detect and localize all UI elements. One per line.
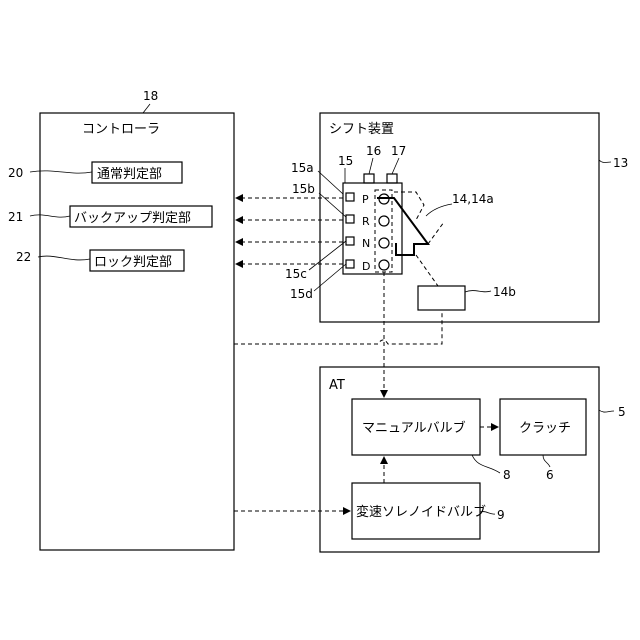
pos-indicator-p — [346, 193, 354, 201]
controller-block: 18 コントローラ 通常判定部 20 バックアップ判定部 21 ロック判定部 2… — [8, 89, 234, 550]
lock-lever-dashed — [394, 192, 424, 220]
clutch-leader — [543, 455, 550, 467]
ref-15a-leader — [318, 171, 343, 194]
lock-judgment-label: ロック判定部 — [94, 255, 172, 270]
lock-actuator-ref: 14b — [493, 285, 516, 299]
lock-actuator-box — [418, 286, 465, 310]
ref-14-14a: 14,14a — [452, 192, 494, 206]
detent-r — [379, 216, 389, 226]
pos-indicator-r — [346, 215, 354, 223]
pos-indicator-d — [346, 260, 354, 268]
controller-ref: 18 — [143, 89, 158, 103]
ref-15d-leader — [314, 264, 346, 291]
normal-judgment-ref: 20 — [8, 166, 23, 180]
pos-label-r: R — [362, 215, 370, 228]
ref-15c-leader — [309, 241, 346, 270]
lock-actuator-leader — [465, 291, 491, 292]
lock-arm-dashed — [428, 222, 444, 244]
backup-judgment-leader — [30, 215, 70, 217]
backup-judgment-label: バックアップ判定部 — [74, 211, 191, 226]
ref-16: 16 — [366, 144, 381, 158]
sensor-tab-16 — [364, 174, 374, 183]
pos-indicator-n — [346, 237, 354, 245]
solenoid-valve-label: 変速ソレノイドバルブ — [356, 504, 486, 520]
tab-16-leader — [369, 158, 373, 174]
shift-device-title: シフト装置 — [329, 122, 394, 137]
detent-d — [379, 260, 389, 270]
at-ref: 5 — [618, 405, 626, 419]
ref-15a: 15a — [291, 161, 314, 175]
ref-14-leader — [426, 204, 452, 216]
pos-label-n: N — [362, 237, 370, 250]
at-block: AT 5 マニュアルバルブ 8 クラッチ 6 変速ソレノイドバルブ 9 — [320, 367, 626, 552]
manual-valve-ref: 8 — [503, 468, 511, 482]
ref-15b-leader — [319, 193, 346, 217]
pos-label-p: P — [362, 193, 369, 206]
controller-title: コントローラ — [82, 122, 160, 137]
detent-n — [379, 238, 389, 248]
manual-valve-leader — [472, 455, 500, 473]
normal-judgment-label: 通常判定部 — [97, 167, 162, 182]
signal-controller-to-lock — [234, 310, 442, 344]
solenoid-valve-ref: 9 — [497, 508, 505, 522]
pos-label-d: D — [362, 260, 370, 273]
normal-judgment-leader — [30, 171, 92, 173]
shift-device-block: シフト装置 13 P R N D 14b 15 — [285, 113, 628, 322]
clutch-label: クラッチ — [519, 421, 571, 436]
tab-17-leader — [392, 158, 399, 174]
manual-valve-label: マニュアルバルブ — [362, 420, 466, 436]
at-leader — [599, 410, 614, 412]
lock-judgment-ref: 22 — [16, 250, 31, 264]
ref-17: 17 — [391, 144, 406, 158]
lock-judgment-leader — [38, 256, 90, 260]
at-title: AT — [329, 378, 345, 393]
sensor-tab-17 — [387, 174, 397, 183]
clutch-ref: 6 — [546, 468, 554, 482]
at-box — [320, 367, 599, 552]
ref-15b: 15b — [292, 182, 315, 196]
ref-15: 15 — [338, 154, 353, 168]
ref-15d: 15d — [290, 287, 313, 301]
lock-arm-link — [416, 255, 438, 286]
shift-device-leader — [599, 160, 611, 163]
controller-leader — [143, 104, 150, 113]
ref-15c: 15c — [285, 267, 307, 281]
backup-judgment-ref: 21 — [8, 210, 23, 224]
shift-device-ref: 13 — [613, 156, 628, 170]
